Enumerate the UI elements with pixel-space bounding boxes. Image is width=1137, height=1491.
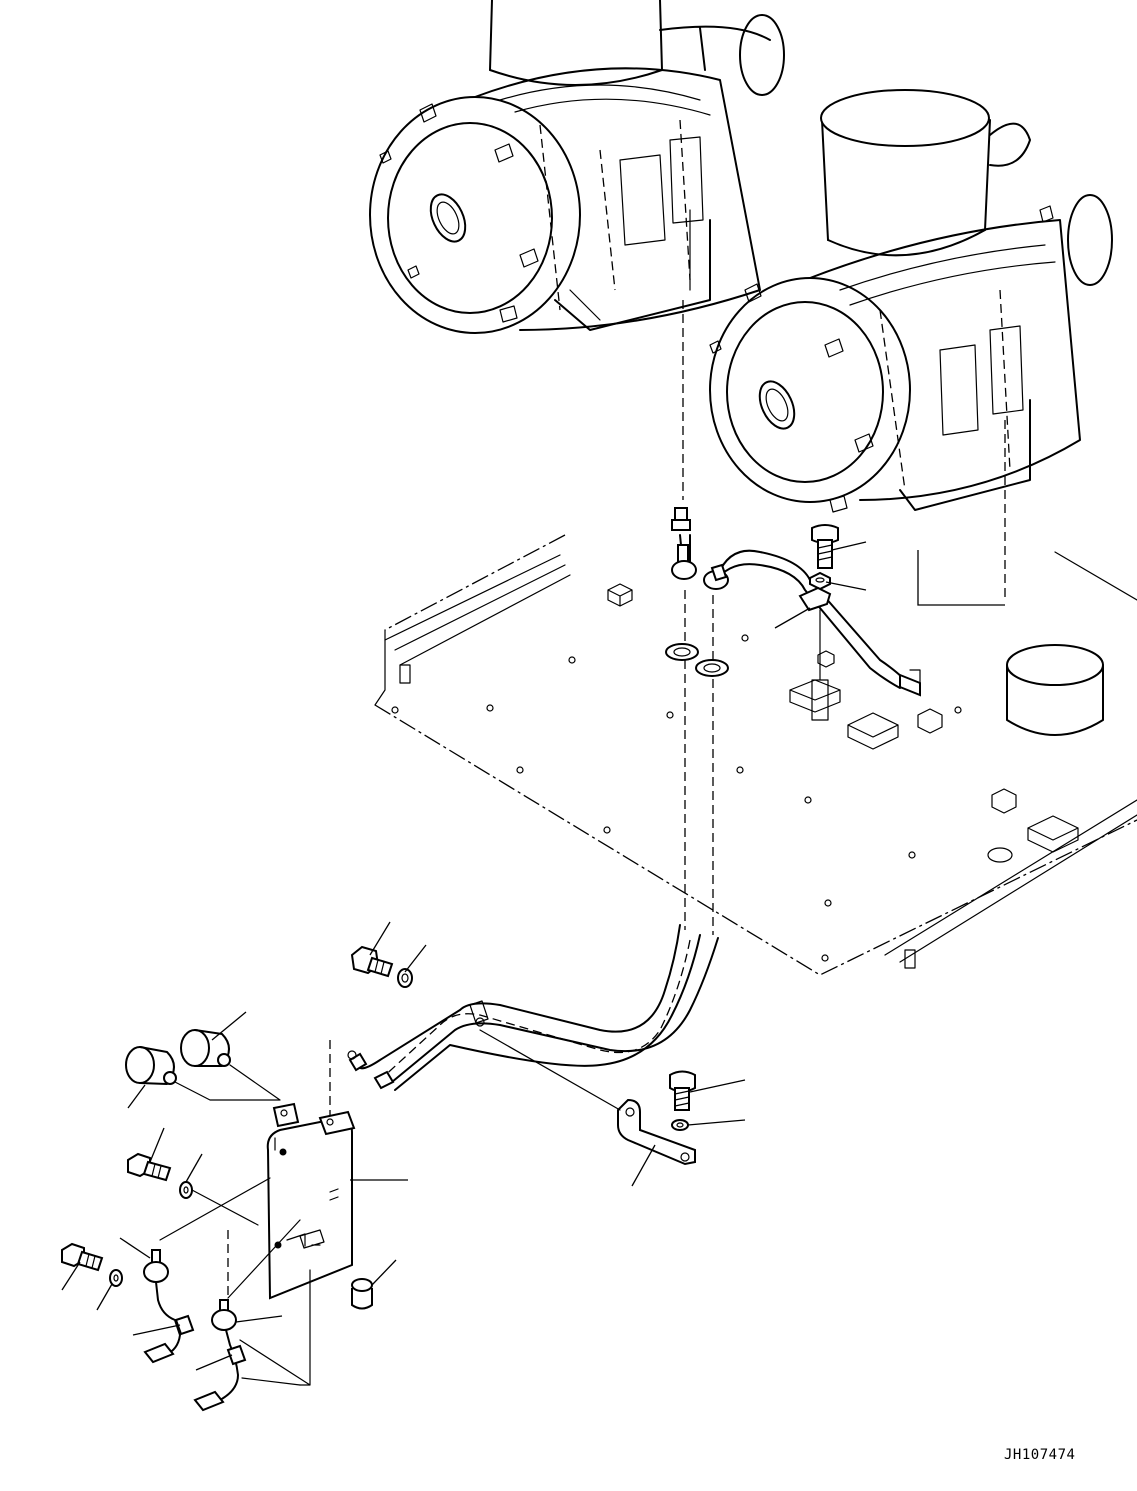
floor-plate <box>374 534 1137 976</box>
fittings-upper <box>665 507 921 721</box>
dashed-centerlines <box>227 300 1006 1320</box>
lower-assembly <box>61 945 696 1412</box>
hose-lines <box>359 534 906 1091</box>
drawing-code: JH107474 <box>1004 1447 1076 1463</box>
air-cleaner-right <box>709 89 1113 513</box>
callout-leaders <box>61 541 1005 1371</box>
air-cleaner-left <box>369 0 785 334</box>
